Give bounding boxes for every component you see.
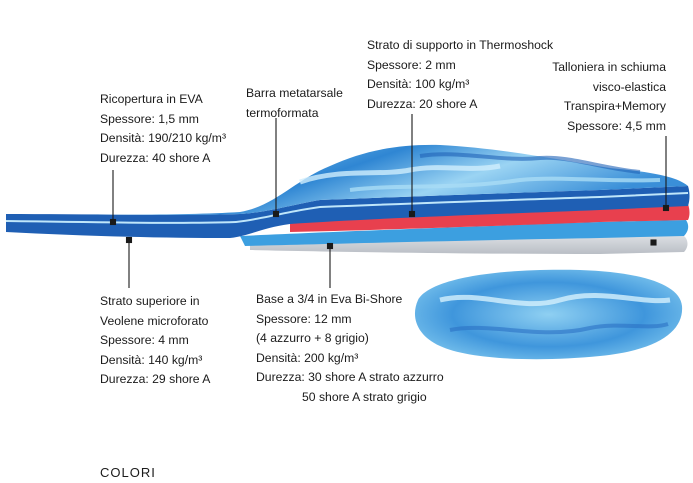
- label-line: (4 azzurro + 8 grigio): [256, 331, 369, 346]
- label-title: Strato superiore in: [100, 294, 200, 308]
- label-line: Densità: 100 kg/m³: [367, 77, 470, 92]
- label-ricopertura: Ricopertura in EVA Spessore: 1,5 mm Dens…: [100, 90, 226, 168]
- label-line: Durezza: 30 shore A strato azzurro: [256, 370, 444, 385]
- label-line: Spessore: 4 mm: [100, 333, 189, 348]
- veolene-top-layer: [6, 144, 688, 215]
- label-line: Densità: 190/210 kg/m³: [100, 131, 227, 146]
- label-line: Spessore: 1,5 mm: [100, 111, 199, 126]
- label-line: 50 shore A strato grigio: [302, 389, 427, 404]
- label-thermoshock: Strato di supporto in Thermoshock Spesso…: [367, 36, 553, 114]
- label-line: Durezza: 20 shore A: [367, 96, 478, 111]
- base-blue-layer: [240, 220, 689, 246]
- label-line: Transpira+Memory: [563, 99, 666, 114]
- label-title: Talloniera in schiuma: [552, 60, 666, 74]
- leader-dot: [125, 236, 133, 244]
- leader-dot: [408, 210, 416, 218]
- label-line: visco-elastica: [592, 79, 666, 94]
- marbling-swirl: [349, 176, 661, 192]
- label-line: Durezza: 29 shore A: [100, 372, 211, 387]
- label-title: Base a 3/4 in Eva Bi-Shore: [256, 292, 403, 306]
- marbling-swirl: [419, 152, 641, 174]
- label-line: termoformata: [246, 105, 319, 120]
- base-grey-layer: [250, 234, 688, 254]
- leader-dot: [272, 210, 280, 218]
- label-line: Densità: 140 kg/m³: [100, 352, 203, 367]
- section-heading-colori: COLORI: [100, 465, 156, 480]
- leader-dot: [662, 204, 670, 212]
- marbling-swirl: [439, 292, 671, 307]
- light-stripe: [6, 192, 688, 224]
- label-line: Spessore: 12 mm: [256, 311, 352, 326]
- insole-diagram: Strato di supporto in Thermoshock Spesso…: [6, 36, 690, 480]
- label-strato-superiore: Strato superiore in Veolene microforato …: [100, 292, 210, 390]
- label-line: Densità: 200 kg/m³: [256, 350, 359, 365]
- label-line: Spessore: 2 mm: [367, 57, 456, 72]
- label-line: Durezza: 40 shore A: [100, 150, 211, 165]
- label-title: Strato di supporto in Thermoshock: [367, 38, 554, 52]
- leader-dot: [326, 242, 334, 250]
- insole-illustration: [6, 114, 690, 360]
- leader-dot: [650, 239, 657, 246]
- label-base-eva: Base a 3/4 in Eva Bi-Shore Spessore: 12 …: [256, 290, 444, 408]
- insole-top-view: [414, 269, 683, 360]
- label-barra-metatarsale: Barra metatarsale termoformata: [246, 84, 343, 123]
- label-line: Spessore: 4,5 mm: [567, 118, 666, 133]
- marbling-swirl: [449, 322, 669, 335]
- label-line: Veolene microforato: [100, 313, 209, 328]
- label-title: Barra metatarsale: [246, 86, 343, 100]
- thermoshock-red-layer: [290, 204, 690, 232]
- label-title: Ricopertura in EVA: [100, 92, 203, 106]
- marbling-swirl: [299, 163, 501, 185]
- leader-dot: [109, 218, 117, 226]
- label-talloniera: Talloniera in schiuma visco-elastica Tra…: [552, 58, 666, 136]
